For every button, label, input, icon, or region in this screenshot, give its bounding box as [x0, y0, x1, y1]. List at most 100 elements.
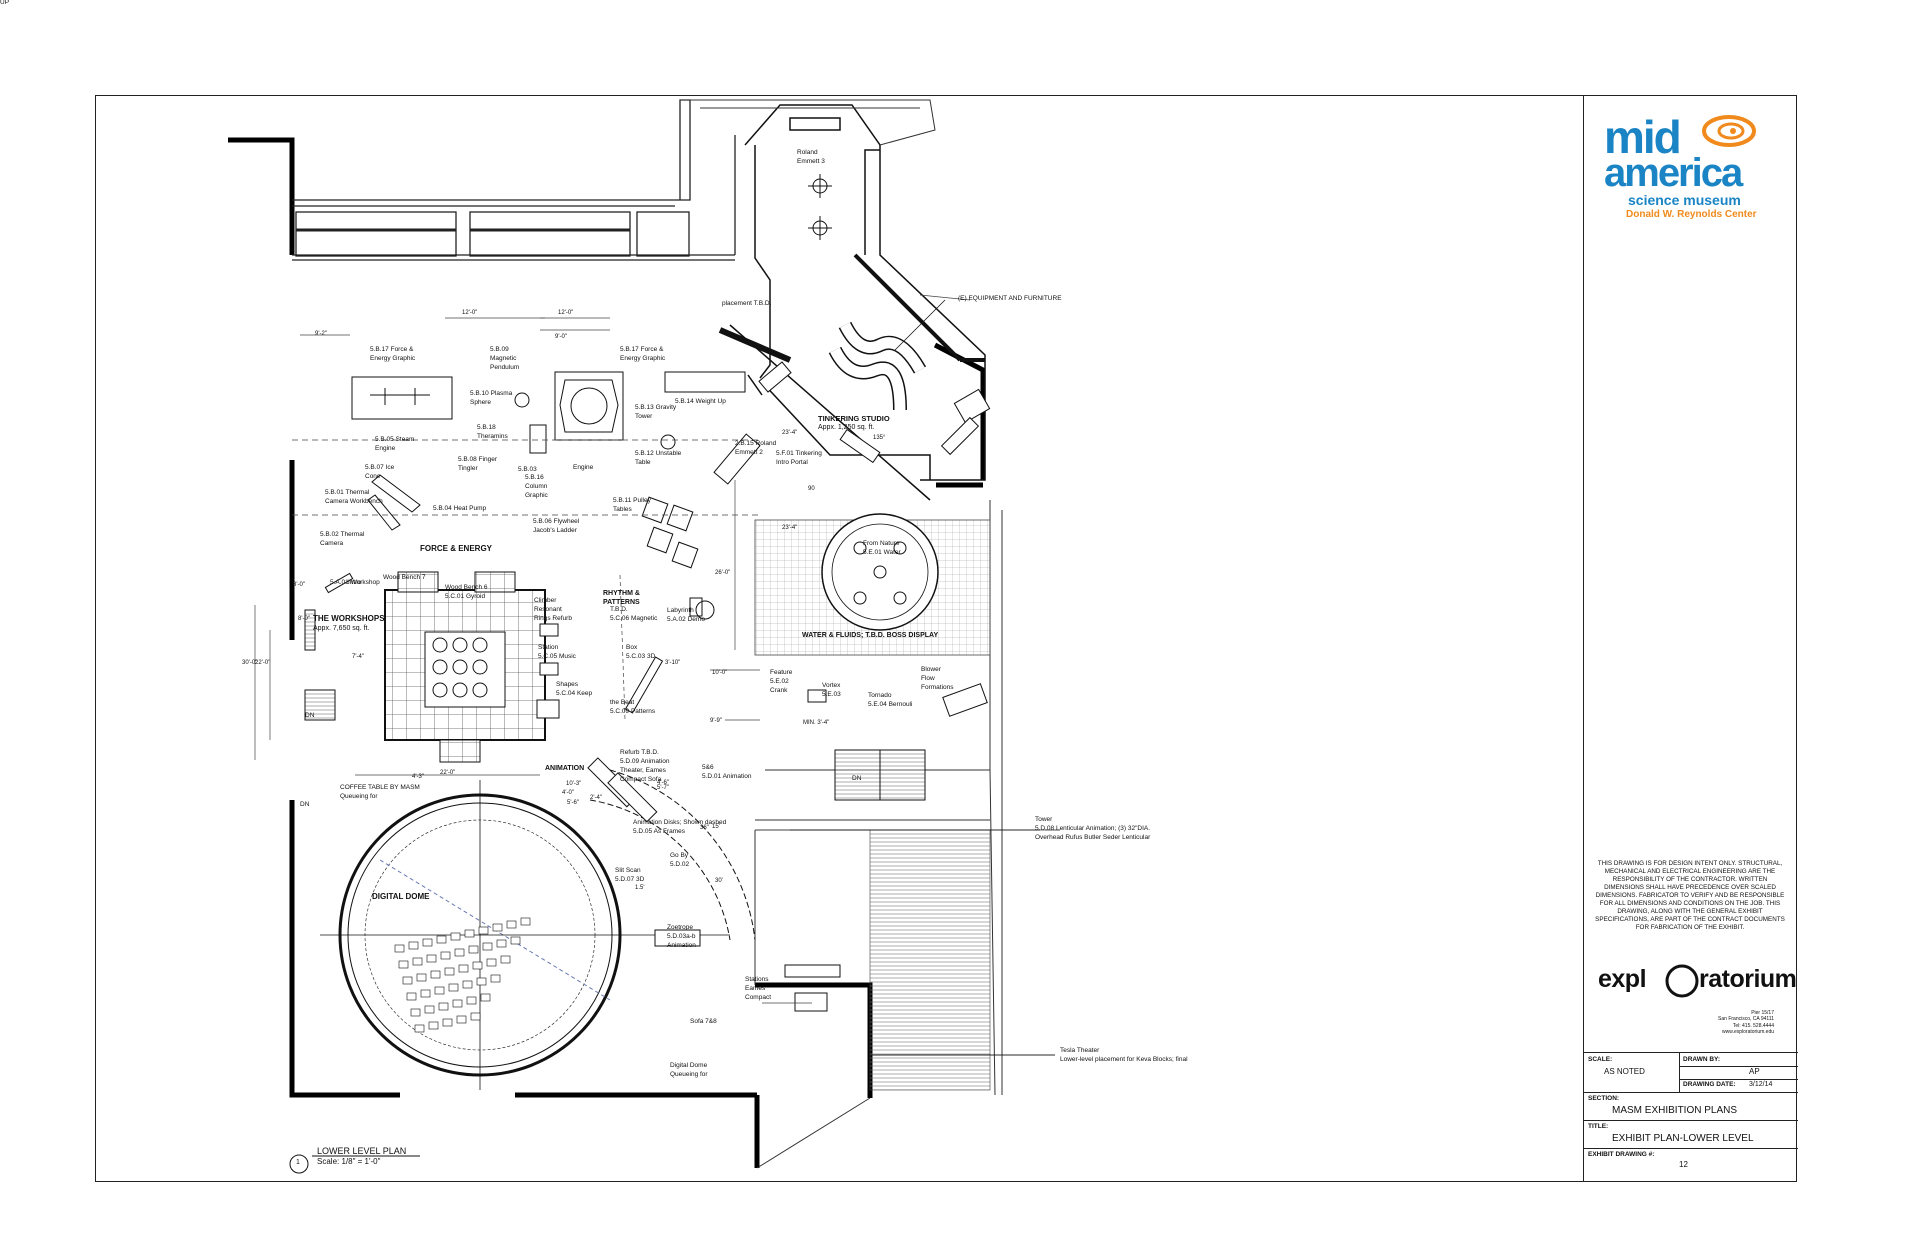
title-value: EXHIBIT PLAN-LOWER LEVEL	[1612, 1133, 1754, 1144]
address-line: San Francisco, CA 94111	[1718, 1016, 1774, 1023]
dimension-label: MIN. 3'-4"	[803, 720, 830, 726]
dimension-label: 30'	[715, 878, 723, 884]
dome-seat	[438, 1002, 449, 1011]
exhibit-label: 5.C.03 3D	[626, 653, 656, 660]
exhibit-label: Feature	[770, 669, 793, 676]
exhibit-label: Sphere	[470, 399, 491, 406]
dimension-label: 135°	[873, 435, 886, 441]
drawing-number-value: 12	[1679, 1160, 1688, 1169]
dome-seat	[436, 935, 447, 944]
zone-label: THE WORKSHOPS	[313, 614, 385, 623]
exhibit-label: Shapes	[556, 681, 579, 688]
dome-seat	[510, 936, 521, 945]
exhibit-label: UP	[0, 0, 10, 6]
dome-seat	[444, 967, 455, 976]
dimension-label: 9'-2"	[315, 331, 327, 337]
exhibit-label: Tornado	[868, 692, 892, 699]
exploratorium-logo: expl ratorium	[1596, 964, 1797, 999]
dome-seat	[406, 992, 417, 1001]
exhibit-label: Tables	[613, 506, 632, 513]
drawn-by-label: DRAWN BY:	[1683, 1056, 1721, 1063]
exhibit-label: COFFEE TABLE BY MASM	[340, 784, 420, 791]
dimension-label: 22'-0"	[440, 770, 456, 776]
ramp-hatch	[869, 829, 991, 1091]
crosshair-targets	[808, 174, 832, 240]
exhibit-label: Labyrinth	[667, 607, 694, 614]
view-title: LOWER LEVEL PLAN	[317, 1146, 407, 1156]
dome-seat	[420, 989, 431, 998]
dome-seat	[424, 1005, 435, 1014]
zone-label: PATTERNS	[603, 599, 640, 606]
dome-seat	[434, 986, 445, 995]
exhibit-label: 5.A.02 Demo	[667, 616, 705, 623]
exhibit-label: Vortex	[822, 682, 841, 689]
exhibit-label: Compact	[745, 994, 772, 1001]
zone-label: RHYTHM &	[603, 590, 640, 597]
drawn-by-value: AP	[1749, 1067, 1760, 1076]
exhibit-label: Eames	[745, 985, 766, 992]
zone-label: Appx. 7,650 sq. ft.	[313, 625, 370, 632]
exhibit-label: 5.B.12 Unstable	[635, 450, 682, 457]
exhibit-label: 5.B.17 Force &	[370, 346, 414, 353]
exhibit-label: 5.A.01 Workshop	[330, 579, 380, 586]
dome-seat	[478, 926, 489, 935]
dome-seat	[480, 993, 491, 1002]
exhibit-label: Station	[538, 644, 559, 651]
exhibit-label: Box	[626, 644, 638, 651]
exterior-walls	[228, 137, 986, 1168]
exploratorium-left: expl	[1598, 965, 1647, 993]
exhibit-label: Engine	[573, 464, 594, 471]
exhibit-label: Queueing for	[670, 1071, 708, 1078]
view-scale: Scale: 1/8" = 1'-0"	[317, 1157, 381, 1166]
water-feature	[821, 513, 939, 631]
address-line: Pier 15/17	[1751, 1010, 1774, 1016]
exhibit-label: Emmett 2	[735, 449, 763, 456]
exhibit-label: 5&6	[702, 764, 714, 771]
dome-seat	[462, 980, 473, 989]
drawing-date-value: 3/12/14	[1749, 1081, 1773, 1088]
exhibit-label: Lower-level placement for Keva Blocks; f…	[1060, 1056, 1188, 1063]
exhibit-label: Energy Graphic	[620, 355, 666, 362]
dimension-label: 10'-3"	[566, 781, 582, 787]
dimension-label: 9'-9"	[710, 718, 722, 724]
dome-seat	[464, 929, 475, 938]
exhibit-label: (E) EQUIPMENT AND FURNITURE	[958, 295, 1062, 302]
exhibit-label: Flow	[921, 675, 935, 682]
dome-seat	[468, 945, 479, 954]
drawing-number-label: EXHIBIT DRAWING #:	[1588, 1151, 1655, 1158]
exhibit-label: Crank	[770, 687, 788, 694]
exhibit-label: Pendulum	[490, 364, 520, 371]
exhibit-label: Table	[635, 459, 651, 466]
gyroid-climber	[424, 631, 506, 708]
dome-seat	[412, 957, 423, 966]
dome-seat	[472, 961, 483, 970]
exhibit-label: 5.D.05 As Frames	[633, 828, 686, 835]
logo-america: america	[1604, 151, 1743, 195]
exhibit-label: 5.C.04 Keep	[556, 690, 593, 697]
scale-label: SCALE:	[1588, 1056, 1613, 1063]
dome-seat	[452, 999, 463, 1008]
exhibit-label: Cone	[365, 473, 381, 480]
exhibit-label: 5.B.04 Heat Pump	[433, 505, 487, 512]
exhibit-label: placement T.B.D.	[722, 300, 772, 307]
dome-seat	[442, 1018, 453, 1027]
dimension-label: 36"	[700, 825, 709, 831]
disclaimer-note: THIS DRAWING IS FOR DESIGN INTENT ONLY. …	[1595, 860, 1785, 931]
exhibit-label: DN	[300, 801, 310, 808]
exploratorium-o-icon	[1665, 964, 1699, 998]
drawing-date-label: DRAWING DATE:	[1683, 1081, 1736, 1088]
zone-label: TINKERING STUDIO	[818, 414, 890, 423]
dome-seat	[398, 960, 409, 969]
exhibit-items	[324, 321, 991, 1012]
exhibit-label: Tower	[1035, 816, 1053, 823]
exhibit-label: DN	[852, 775, 862, 782]
drawing-number-row: EXHIBIT DRAWING #: 12	[1584, 1148, 1798, 1182]
dome-seat	[496, 939, 507, 948]
exhibit-label: 5.B.07 Ice	[365, 464, 395, 471]
dome-seat	[500, 955, 511, 964]
section-row: SECTION: MASM EXHIBITION PLANS	[1584, 1092, 1798, 1120]
exhibit-label: 5.D.09 Animation	[620, 758, 670, 765]
exhibit-label: 5.D.03a-b	[667, 933, 696, 940]
dimension-label: 23'-4"	[782, 525, 798, 531]
dimension-label: 15'	[712, 824, 720, 830]
